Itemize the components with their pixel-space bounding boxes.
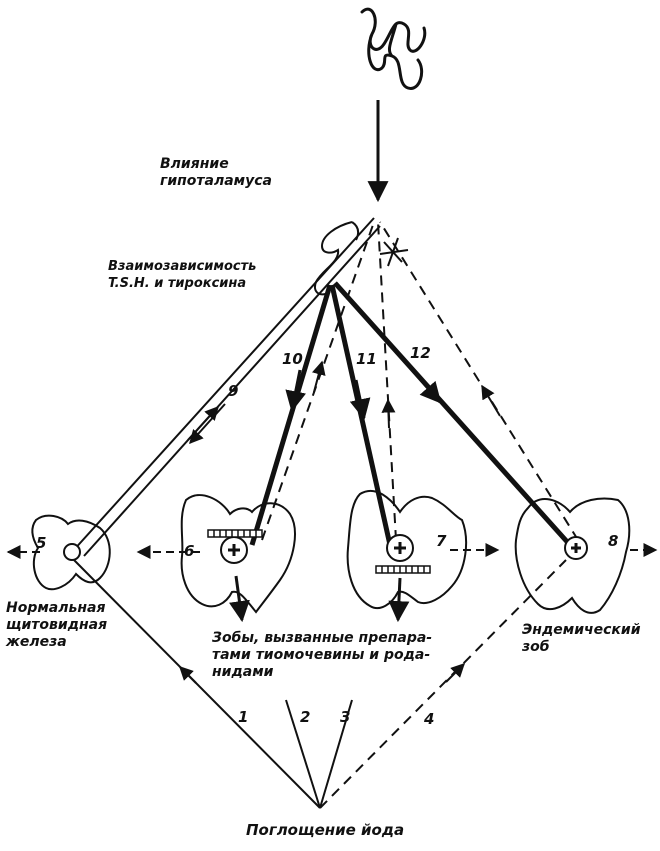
num-11: 11 [356,350,377,368]
thyroid-gland-6 [138,495,295,620]
num-8: 8 [608,532,618,550]
thyroid-gland-7 [348,491,498,620]
num-7: 7 [436,532,447,550]
iodine-uptake-label: Поглощение йода [246,822,404,839]
line-11 [332,285,390,545]
brain-squiggle [362,9,425,88]
num-10: 10 [282,350,303,368]
iodine-line-4 [320,560,566,808]
iodine-line-1 [74,560,320,808]
num-2: 2 [300,708,310,726]
thyroid-gland-8 [516,499,656,613]
line-12-arrow [412,370,440,402]
hypothalamus-label: Влияние гипоталамуса [160,156,272,190]
num-9: 9 [228,382,238,400]
num-5: 5 [36,534,46,552]
interdependence-label: Взаимозависимость T.S.H. и тироксина [108,258,256,292]
drug-goiters-label: Зобы, вызванные препара- тами тиомочевин… [212,630,432,681]
endemic-goiter-label: Эндемический зоб [522,622,641,656]
num-3: 3 [340,708,350,726]
feedback-6-arrow [314,362,322,392]
line-9-arrow-down [190,404,225,443]
feedback-7-arrow [388,400,389,428]
feedback-8-dashed [380,222,578,540]
num-4: 4 [423,710,434,728]
normal-gland-label: Нормальная щитовидная железа [6,600,107,651]
num-1: 1 [238,708,248,726]
iodine-line-1-arrow [180,667,196,683]
num-12: 12 [410,344,431,362]
iodine-line-4-arrow [446,664,464,682]
feedback-8-arrow [482,386,500,416]
line-12 [335,283,570,545]
line-9-arrow-up [188,407,218,440]
num-6: 6 [184,542,194,560]
